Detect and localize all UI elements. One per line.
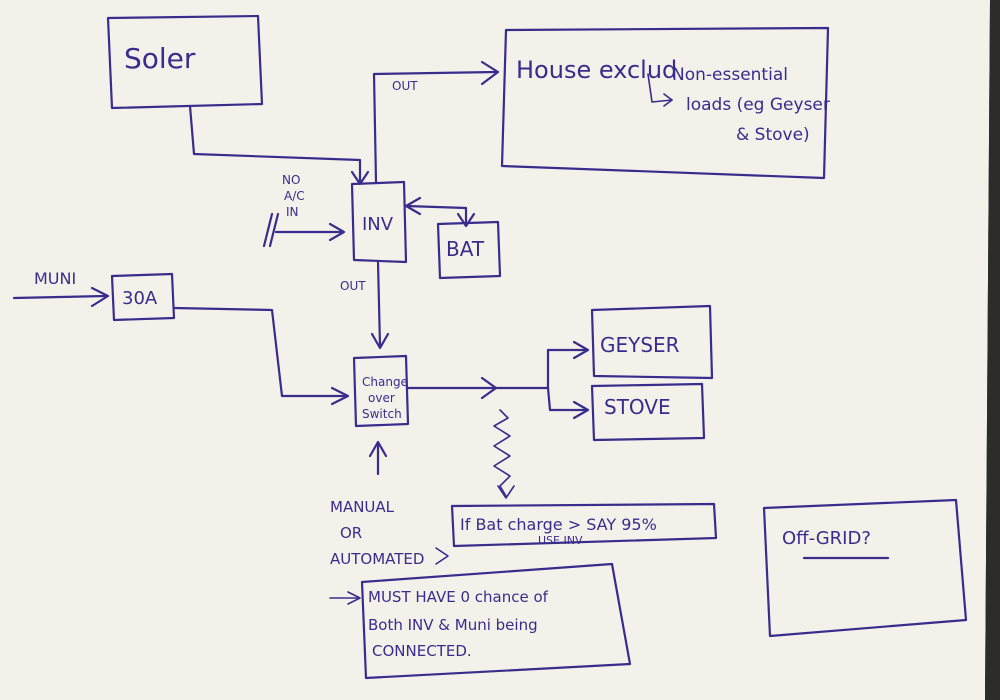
battery-condition-text: If Bat charge > SAY 95% [460, 515, 657, 534]
house-label: House exclud [516, 56, 677, 84]
control-zigzag [493, 409, 511, 497]
geyser-label: GEYSER [600, 333, 680, 357]
manual-line-1: MANUAL [330, 498, 395, 516]
automated-arrowhead [435, 547, 449, 565]
switch-to-loads-arrowhead [480, 376, 498, 400]
bat-label: BAT [446, 237, 485, 261]
house-note-arrowhead [663, 93, 673, 107]
inv-to-switch-line [376, 260, 382, 348]
muni-to-breaker-line [12, 294, 108, 300]
changeover-line-1: Change [362, 375, 408, 389]
inv-bat-line [404, 204, 468, 226]
changeover-line-2: over [368, 391, 395, 405]
manual-line-2: OR [340, 524, 362, 542]
house-box: House exclud Non-essential loads (eg Gey… [500, 26, 830, 180]
inv-bat-arrowhead-down [456, 212, 476, 228]
offgrid-label: Off-GRID? [782, 528, 871, 549]
house-note-line-1: Non-essential [672, 65, 788, 85]
inv-to-house-arrowhead [480, 60, 500, 86]
stove-box: STOVE [590, 382, 706, 442]
must-have-line-1: MUST HAVE 0 chance of [368, 588, 549, 606]
no-ac-in-line-1: NO [282, 173, 300, 187]
geyser-box: GEYSER [590, 304, 714, 380]
manual-line-3: AUTOMATED [330, 550, 424, 568]
stove-arrowhead [572, 400, 590, 420]
use-inv-text: USE INV [538, 534, 583, 547]
solar-to-inv-line [188, 104, 362, 184]
no-ac-in-arrowhead [328, 222, 346, 242]
must-have-line-3: CONNECTED. [372, 642, 472, 660]
inv-label: INV [362, 214, 394, 235]
control-zigzag-arrowhead [497, 485, 515, 499]
solar-label: Soler [124, 42, 196, 75]
breaker-to-switch-arrowhead [330, 386, 350, 406]
breaker-to-switch-line [172, 306, 348, 398]
must-have-pointer-head [347, 591, 361, 605]
house-note-arrow [647, 73, 673, 103]
house-note-line-3: & Stove) [736, 125, 810, 145]
inv-box: INV [350, 180, 408, 264]
stove-label: STOVE [604, 395, 671, 419]
inv-bat-arrowhead-left [404, 196, 422, 216]
changeover-line-3: Switch [362, 407, 402, 421]
inv-to-house-line [372, 70, 498, 184]
geyser-arrowhead [572, 340, 590, 360]
breaker-label: 30A [122, 288, 158, 309]
paper-shadow [985, 0, 1000, 700]
loads-split-line [546, 348, 588, 412]
bat-box: BAT [436, 220, 502, 280]
no-ac-in-break-2 [268, 212, 280, 248]
solar-to-inv-arrowhead [350, 170, 370, 186]
house-note-line-2: loads (eg Geyser [686, 95, 830, 115]
must-have-box: MUST HAVE 0 chance of Both INV & Muni be… [360, 562, 632, 680]
manual-up-arrowhead [368, 440, 388, 458]
offgrid-box: Off-GRID? [762, 498, 968, 638]
muni-to-breaker-arrowhead [90, 286, 110, 308]
battery-condition-box: If Bat charge > SAY 95% USE INV [450, 502, 718, 548]
breaker-box: 30A [110, 272, 176, 322]
changeover-switch-box: Change over Switch [352, 354, 410, 428]
solar-box: Soler [106, 14, 264, 110]
muni-label: MUNI [34, 269, 76, 288]
out-mid-label: OUT [340, 279, 366, 293]
no-ac-in-line-2: A/C [284, 189, 305, 203]
out-top-label: OUT [392, 79, 418, 93]
no-ac-in-line-3: IN [286, 205, 299, 219]
must-have-line-2: Both INV & Muni being [368, 616, 538, 634]
inv-to-switch-arrowhead [370, 332, 390, 350]
no-ac-in-break-1 [262, 212, 274, 248]
